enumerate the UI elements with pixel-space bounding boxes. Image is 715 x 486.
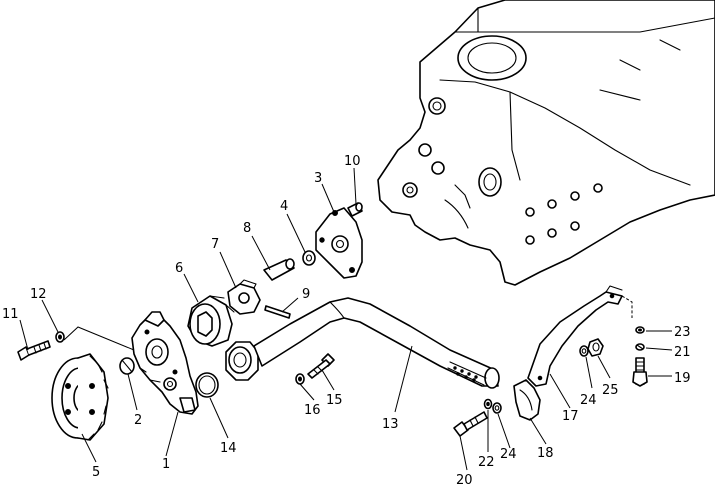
callout-1: 1	[162, 457, 170, 472]
part-21-spring-washer	[635, 343, 645, 351]
part-16-washer	[295, 373, 305, 385]
callout-11: 11	[2, 307, 19, 322]
part-1-pump-body	[131, 311, 199, 415]
callout-18: 18	[537, 446, 554, 461]
callout-14: 14	[220, 441, 237, 456]
part-13-suction-pipe	[225, 297, 500, 389]
part-8-shaft	[263, 258, 295, 281]
callout-16: 16	[304, 403, 321, 418]
callout-labels: 1 2 3 4 5 6 7 8 9 10 11 12 13 14 15 16 1…	[2, 154, 691, 486]
part-17-bracket	[527, 285, 623, 387]
part-15-bolt	[307, 353, 335, 379]
part-14-o-ring	[195, 372, 219, 398]
part-4-bushing	[302, 250, 316, 266]
callout-24-upper: 24	[580, 393, 597, 408]
callout-17: 17	[562, 409, 579, 424]
callout-7: 7	[211, 237, 219, 252]
callout-25: 25	[602, 383, 619, 398]
callout-4: 4	[280, 199, 288, 214]
callout-19: 19	[674, 371, 691, 386]
part-12-washer	[55, 331, 65, 343]
callout-8: 8	[243, 221, 251, 236]
callout-10: 10	[344, 154, 361, 169]
callout-5: 5	[92, 465, 100, 480]
part-18-clamp	[513, 379, 541, 421]
callout-21: 21	[674, 345, 691, 360]
engine-block	[377, 0, 715, 286]
part-11-bolt	[17, 340, 51, 361]
part-9-pin	[264, 305, 291, 319]
part-3-cover	[315, 207, 363, 279]
callout-13: 13	[382, 417, 399, 432]
part-19-stud	[632, 357, 648, 387]
callout-23: 23	[674, 325, 691, 340]
leader-lines	[19, 167, 673, 471]
callout-15: 15	[326, 393, 343, 408]
callout-12: 12	[30, 287, 47, 302]
callout-22: 22	[478, 455, 495, 470]
part-2-spacer	[119, 357, 135, 375]
callout-20: 20	[456, 473, 473, 486]
callout-9: 9	[302, 287, 310, 302]
part-24-washer-lower	[492, 402, 502, 414]
part-6-rotor	[187, 295, 235, 347]
part-25-nut	[587, 338, 604, 357]
part-7-inner-rotor	[227, 279, 261, 315]
part-24-washer-upper	[579, 345, 589, 357]
part-10-pin	[347, 202, 363, 217]
callout-6: 6	[175, 261, 183, 276]
callout-24-lower: 24	[500, 447, 517, 462]
callout-3: 3	[314, 171, 322, 186]
part-22-washer	[483, 398, 493, 410]
callout-2: 2	[134, 413, 142, 428]
part-23-washer	[635, 326, 645, 334]
part-20-bolt	[453, 411, 488, 437]
part-5-gear	[51, 353, 109, 441]
